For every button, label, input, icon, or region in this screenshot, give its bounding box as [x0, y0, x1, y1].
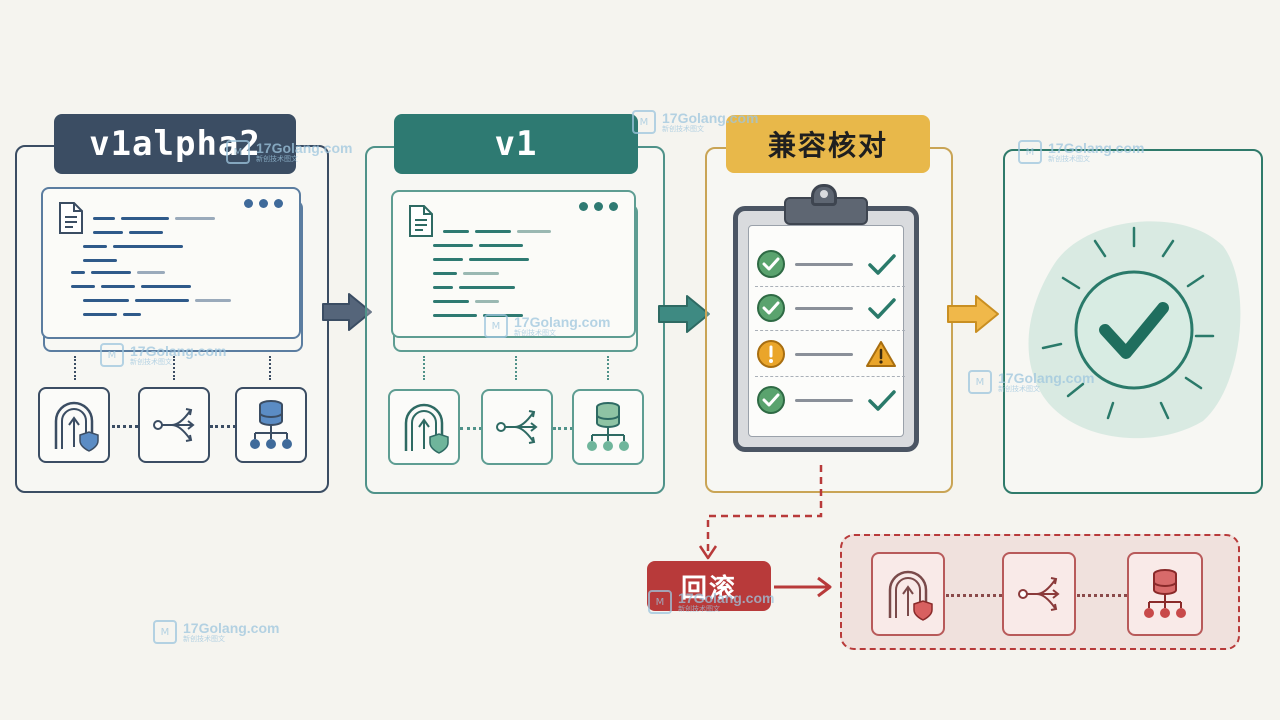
connector — [173, 356, 175, 380]
document-icon — [59, 202, 83, 234]
auth-service-box — [38, 387, 110, 463]
checklist-row — [755, 384, 905, 418]
connector — [112, 425, 138, 428]
arrow-right-icon — [774, 576, 832, 598]
database-icon — [587, 402, 629, 451]
clipboard-clip-hole — [820, 190, 828, 198]
router-service-box — [138, 387, 210, 463]
checklist-row — [755, 292, 905, 331]
checklist — [755, 244, 905, 420]
checkmark-icon — [868, 298, 896, 319]
stage-v1alpha2-tag: v1alpha2 — [54, 114, 296, 174]
router-service-box — [1002, 552, 1076, 636]
warning-circle-icon — [757, 340, 785, 368]
connector — [210, 425, 236, 428]
shield-gate-icon — [888, 570, 933, 621]
stage-v1-tag: v1 — [394, 114, 638, 174]
connector — [607, 356, 609, 380]
shield-gate-icon — [54, 401, 99, 452]
connector — [946, 594, 1002, 597]
checkmark-icon — [868, 390, 896, 411]
connector — [269, 356, 271, 380]
rollback-tag: 回滚 — [647, 561, 771, 611]
success-badge — [1028, 221, 1241, 439]
fork-icon — [153, 408, 195, 442]
router-service-box — [481, 389, 553, 465]
connector — [1077, 594, 1127, 597]
document-icon — [409, 205, 433, 237]
code-window — [391, 190, 636, 338]
database-icon — [250, 400, 292, 449]
code-window — [41, 187, 301, 339]
shield-gate-icon — [404, 403, 449, 454]
check-circle-icon — [757, 294, 785, 322]
auth-service-box — [871, 552, 945, 636]
arrow-right-icon — [658, 295, 710, 333]
window-controls — [579, 202, 618, 211]
data-service-box — [235, 387, 307, 463]
checklist-row — [755, 248, 905, 287]
data-service-box — [1127, 552, 1203, 636]
database-icon — [1144, 569, 1186, 618]
connector — [423, 356, 425, 380]
connector — [515, 356, 517, 380]
arrow-right-icon — [947, 295, 999, 333]
auth-service-box — [388, 389, 460, 465]
check-circle-icon — [757, 250, 785, 278]
data-service-box — [572, 389, 644, 465]
connector — [460, 427, 482, 430]
arrow-right-icon — [322, 293, 372, 331]
checkmark-icon — [1099, 302, 1169, 359]
fork-icon — [496, 410, 538, 444]
window-controls — [244, 199, 283, 208]
rollback-dashed-connector — [698, 465, 823, 560]
connector — [553, 427, 573, 430]
check-circle-icon — [757, 386, 785, 414]
connector — [74, 356, 76, 380]
checklist-row — [755, 338, 905, 377]
warning-icon — [866, 341, 896, 367]
fork-icon — [1018, 577, 1060, 611]
stage-check-tag: 兼容核对 — [726, 115, 930, 173]
checkmark-icon — [868, 254, 896, 275]
